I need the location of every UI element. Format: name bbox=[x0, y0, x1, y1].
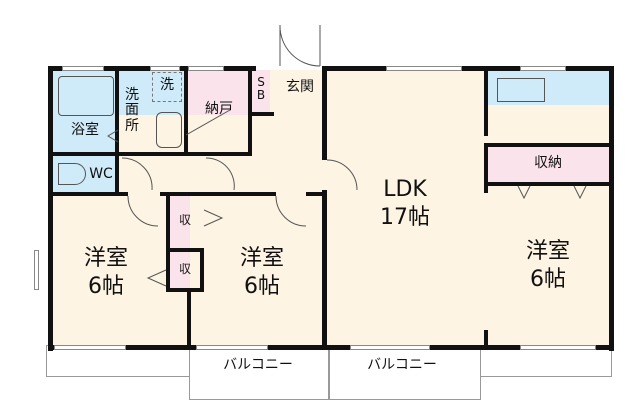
shoe-box bbox=[252, 70, 270, 115]
western-right-label: 洋室 bbox=[525, 239, 570, 264]
wall bbox=[160, 192, 276, 196]
washer-label: 洗 bbox=[160, 77, 174, 93]
western-center-label: 洋室 bbox=[239, 246, 284, 271]
wall bbox=[484, 143, 488, 193]
window bbox=[386, 66, 462, 71]
wall bbox=[166, 288, 204, 292]
wall bbox=[184, 66, 188, 156]
balcony-left bbox=[189, 345, 329, 400]
wall bbox=[484, 330, 488, 350]
closet-upper-label: 収 bbox=[178, 213, 191, 227]
storage-right-label: 収納 bbox=[534, 155, 562, 171]
washer-pan-icon bbox=[152, 72, 182, 102]
western-room-left bbox=[52, 195, 168, 347]
ldk-size: 17帖 bbox=[380, 205, 430, 230]
wall bbox=[306, 192, 326, 196]
wall bbox=[48, 192, 128, 196]
window bbox=[188, 66, 224, 71]
storage-right bbox=[486, 146, 610, 184]
storeroom-label: 納戸 bbox=[205, 101, 233, 117]
wall bbox=[248, 66, 252, 156]
balcony-left-label: バルコニー bbox=[223, 357, 293, 373]
sink-icon bbox=[156, 112, 182, 148]
entrance bbox=[270, 70, 327, 115]
western-room-left-ext bbox=[168, 290, 190, 347]
wall bbox=[322, 66, 614, 71]
shoe-box-label: S B bbox=[256, 75, 266, 103]
window bbox=[350, 345, 430, 350]
window bbox=[520, 66, 566, 71]
washroom-label: 洗 面 所 bbox=[125, 87, 139, 134]
ldk-label: LDK bbox=[383, 177, 427, 202]
wall bbox=[322, 66, 327, 160]
bath-room bbox=[52, 70, 118, 155]
wall bbox=[48, 66, 53, 351]
window bbox=[520, 345, 596, 350]
toilet-label: WC bbox=[89, 166, 113, 182]
entrance-label: 玄関 bbox=[286, 79, 314, 95]
balcony-right-label: バルコニー bbox=[367, 357, 437, 373]
wall bbox=[609, 66, 614, 351]
kitchen-sink-icon bbox=[497, 78, 545, 102]
wall bbox=[48, 345, 614, 350]
western-room-center bbox=[190, 195, 327, 347]
window bbox=[196, 345, 268, 350]
bath-label: 浴室 bbox=[71, 122, 99, 138]
wall bbox=[166, 248, 204, 252]
wall bbox=[252, 112, 274, 116]
window bbox=[54, 345, 126, 350]
kitchen-counter bbox=[486, 70, 610, 105]
wall bbox=[484, 66, 488, 136]
wall bbox=[48, 152, 248, 156]
balcony-right bbox=[329, 345, 481, 400]
wall bbox=[322, 190, 327, 350]
wall bbox=[484, 182, 614, 186]
bathtub-icon bbox=[58, 76, 114, 116]
window bbox=[34, 250, 39, 290]
wall bbox=[187, 288, 191, 350]
window bbox=[62, 66, 104, 71]
western-right-size: 6帖 bbox=[530, 267, 566, 292]
wall bbox=[484, 143, 614, 147]
closet-lower-label: 収 bbox=[178, 262, 191, 276]
western-left-label: 洋室 bbox=[83, 246, 128, 271]
wall bbox=[200, 248, 204, 292]
western-left-size: 6帖 bbox=[88, 274, 124, 299]
western-room-right bbox=[486, 184, 610, 347]
wall bbox=[166, 192, 170, 292]
toilet-icon bbox=[58, 163, 86, 185]
western-center-size: 6帖 bbox=[244, 274, 280, 299]
window bbox=[150, 66, 180, 71]
